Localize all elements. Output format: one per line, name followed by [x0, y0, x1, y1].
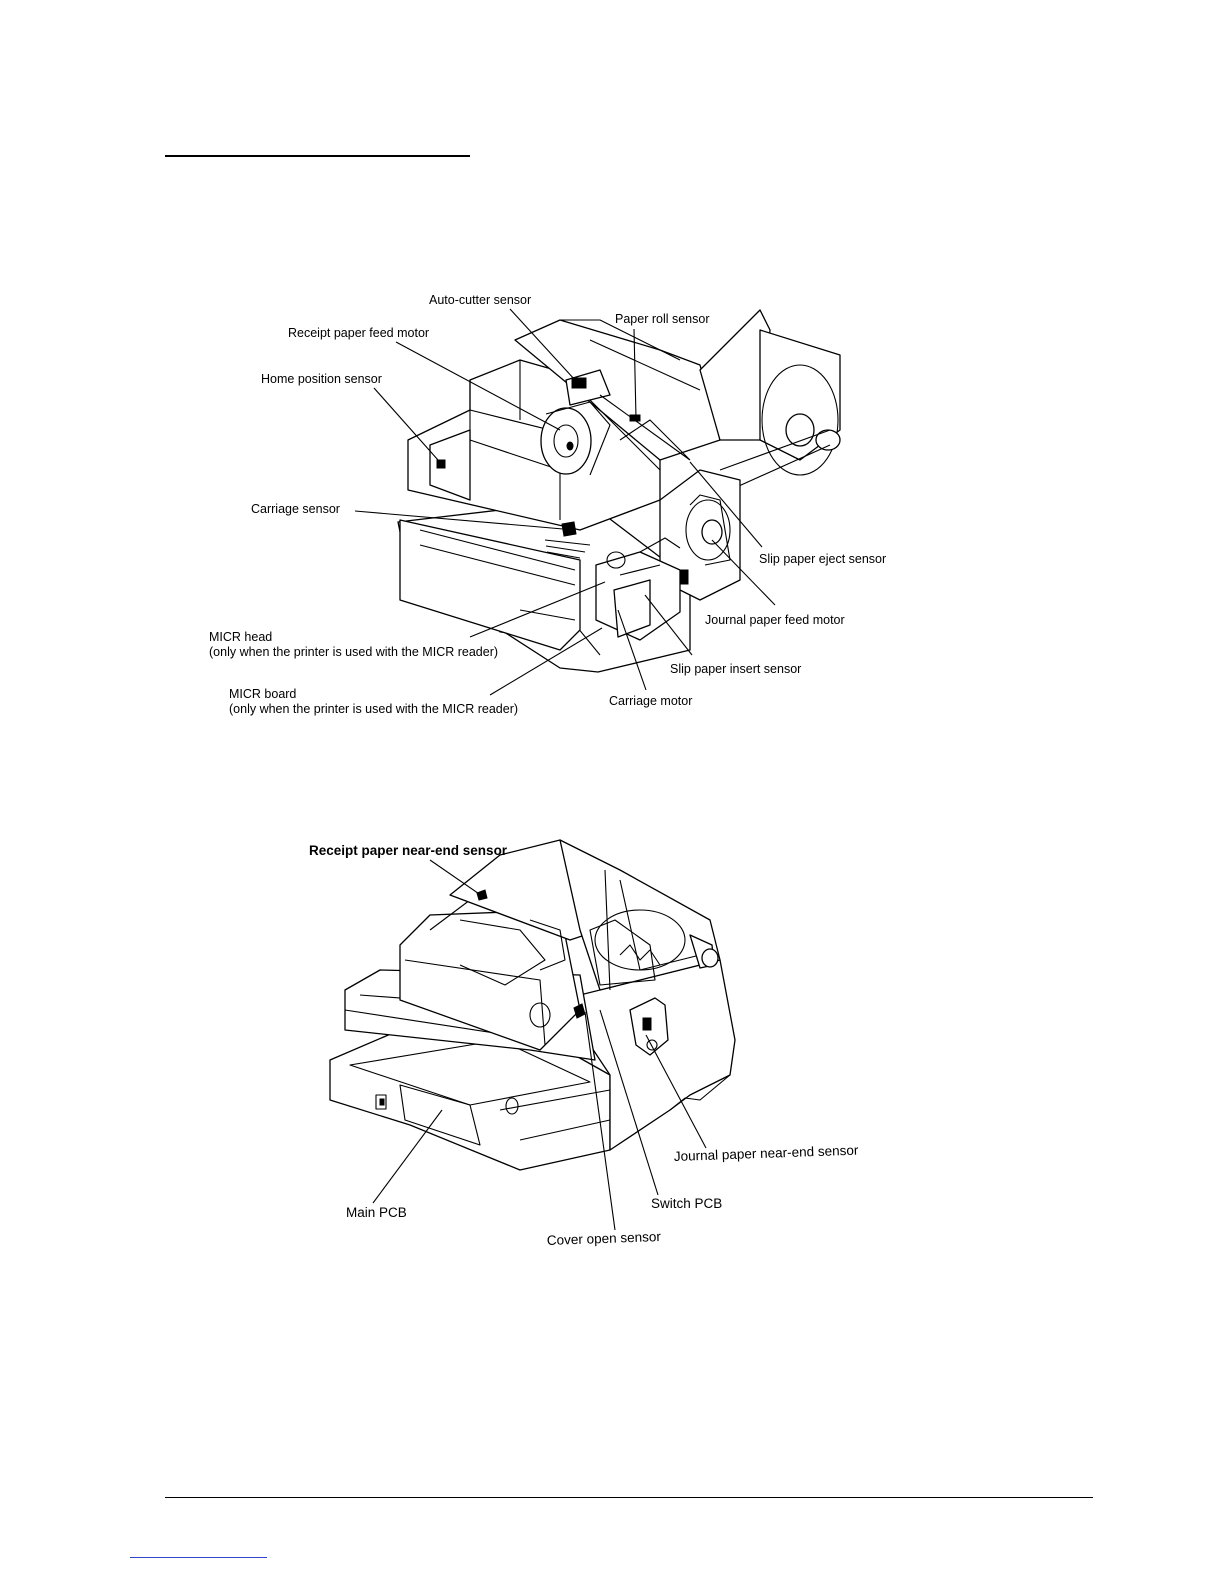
label-carriage-motor: Carriage motor — [609, 694, 692, 708]
printer-housing-drawing — [329, 839, 736, 1171]
label-receipt-paper-near-end-sensor: Receipt paper near-end sensor — [309, 843, 508, 858]
printer-mechanism-drawing — [397, 309, 841, 673]
label-micr-head-note: (only when the printer is used with the … — [209, 645, 498, 659]
label-slip-paper-eject-sensor: Slip paper eject sensor — [759, 552, 886, 566]
header-rule — [165, 155, 470, 157]
label-receipt-paper-feed-motor: Receipt paper feed motor — [288, 326, 429, 340]
label-carriage-sensor: Carriage sensor — [251, 502, 340, 516]
label-micr-head: MICR head — [209, 630, 272, 644]
label-journal-paper-near-end-sensor: Journal paper near-end sensor — [674, 1143, 860, 1164]
footer-link-underline[interactable] — [130, 1557, 267, 1558]
label-auto-cutter-sensor: Auto-cutter sensor — [429, 293, 531, 307]
printer-mechanism-diagram: Auto-cutter sensor Paper roll sensor Rec… — [209, 293, 886, 716]
figure1-leader-lines — [354, 308, 776, 696]
footer-rule — [165, 1497, 1093, 1498]
label-micr-board-note: (only when the printer is used with the … — [229, 702, 518, 716]
label-main-pcb: Main PCB — [346, 1205, 407, 1220]
printer-housing-diagram: Receipt paper near-end sensor Journal pa… — [309, 839, 860, 1248]
label-micr-board: MICR board — [229, 687, 296, 701]
label-paper-roll-sensor: Paper roll sensor — [615, 312, 710, 326]
label-switch-pcb: Switch PCB — [651, 1196, 722, 1211]
label-home-position-sensor: Home position sensor — [261, 372, 382, 386]
label-cover-open-sensor: Cover open sensor — [547, 1229, 662, 1248]
label-slip-paper-insert-sensor: Slip paper insert sensor — [670, 662, 801, 676]
figure2-leader-lines — [372, 859, 707, 1231]
label-journal-paper-feed-motor: Journal paper feed motor — [705, 613, 845, 627]
